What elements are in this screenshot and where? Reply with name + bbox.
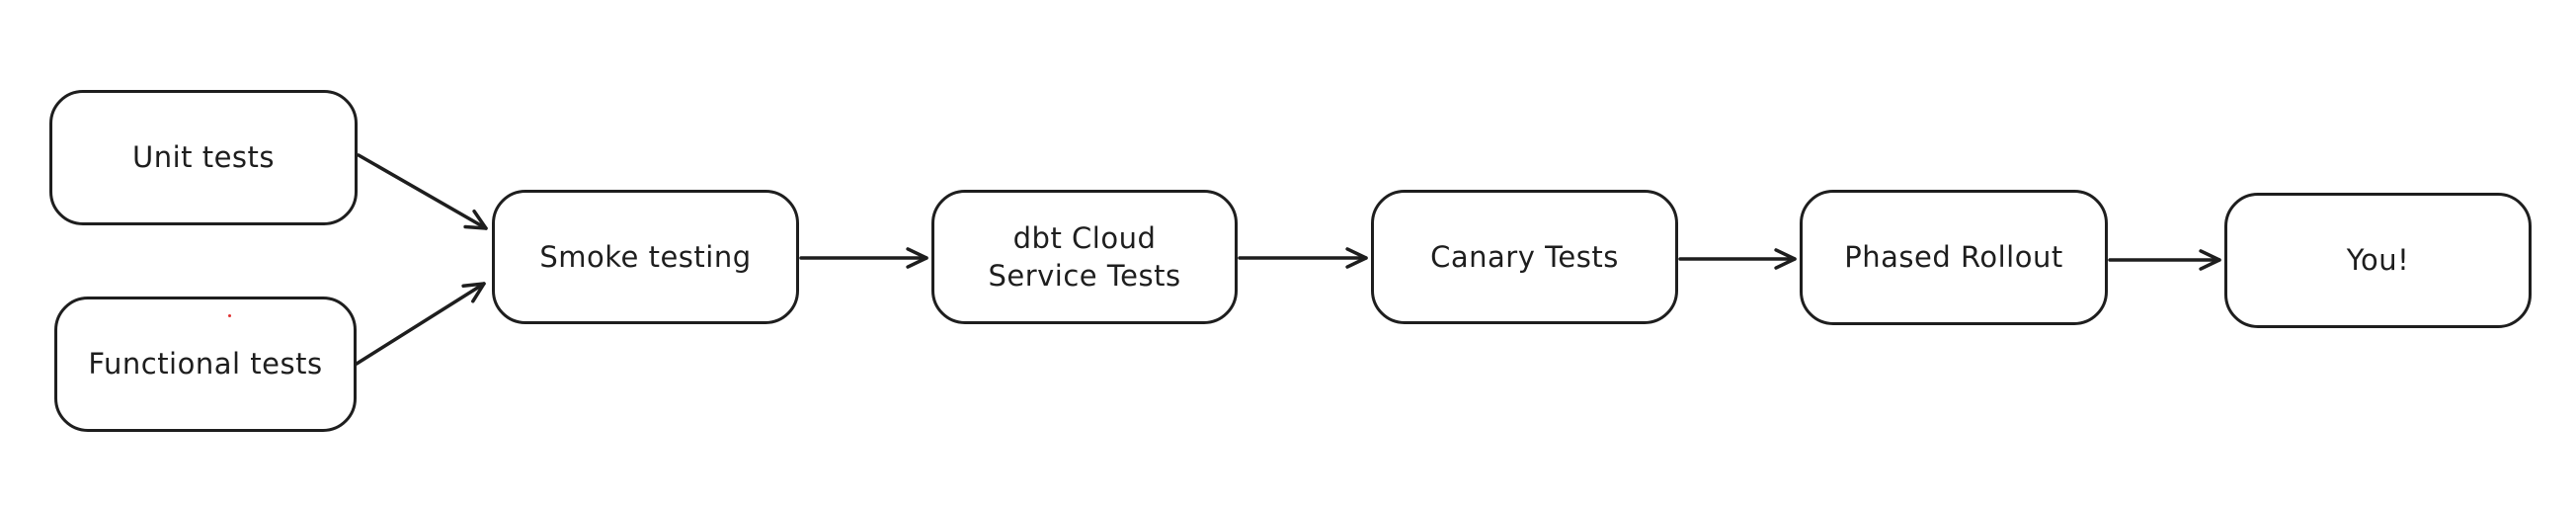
node-label-canary-tests: Canary Tests	[1430, 239, 1619, 274]
node-you: You!	[2224, 193, 2532, 328]
arrowhead-phased-to-you	[2199, 249, 2221, 271]
arrow-phased-to-you	[2108, 249, 2221, 271]
node-label-dbt-cloud-service-tests: dbt Cloud Service Tests	[988, 220, 1181, 293]
arrow-unit-to-smoke	[357, 153, 488, 230]
arrowhead-functional-to-smoke	[461, 282, 486, 303]
node-label-you: You!	[2346, 243, 2410, 278]
node-phased-rollout: Phased Rollout	[1800, 190, 2108, 325]
arrow-smoke-to-dbt	[799, 247, 928, 269]
node-dbt-cloud-service-tests: dbt Cloud Service Tests	[931, 190, 1238, 324]
node-label-smoke-testing: Smoke testing	[539, 239, 752, 274]
arrow-dbt-to-canary	[1238, 247, 1368, 269]
arrowhead-unit-to-smoke	[463, 209, 488, 230]
node-label-unit-tests: Unit tests	[131, 140, 276, 175]
node-canary-tests: Canary Tests	[1371, 190, 1678, 324]
node-smoke-testing: Smoke testing	[492, 190, 799, 324]
node-label-functional-tests: Functional tests	[88, 347, 323, 382]
stray-red-dot	[228, 314, 231, 317]
arrowhead-canary-to-phased	[1774, 248, 1797, 270]
node-functional-tests: Functional tests	[54, 297, 357, 432]
arrowhead-smoke-to-dbt	[906, 247, 928, 269]
arrowhead-dbt-to-canary	[1345, 247, 1368, 269]
arrow-canary-to-phased	[1678, 248, 1797, 270]
node-label-phased-rollout: Phased Rollout	[1844, 240, 2063, 275]
arrow-functional-to-smoke	[355, 282, 486, 366]
node-unit-tests: Unit tests	[49, 90, 358, 225]
